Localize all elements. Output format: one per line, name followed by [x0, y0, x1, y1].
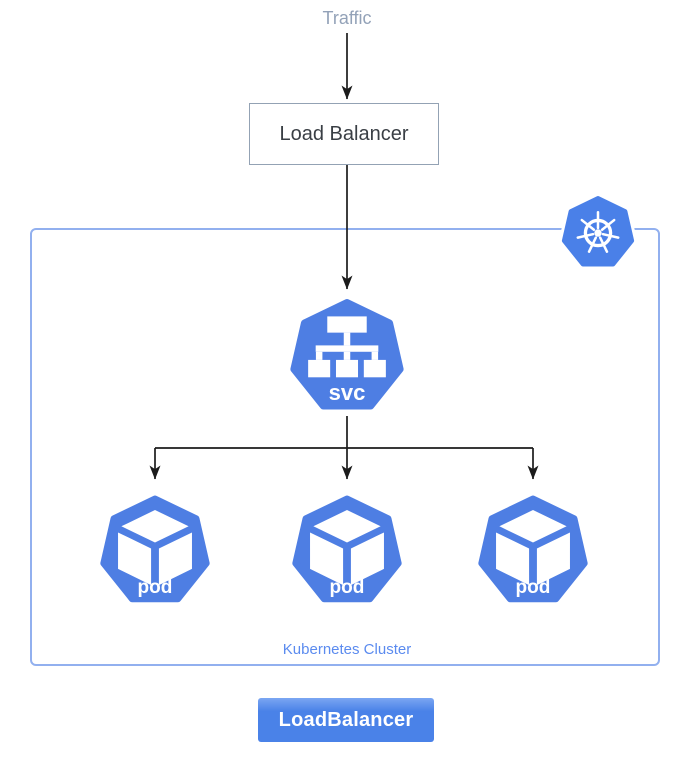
pod-node: pod [100, 495, 210, 603]
pod-node: pod [292, 495, 402, 603]
pod-label: pod [138, 577, 173, 598]
service-node: svc [290, 299, 404, 410]
helm-wheel-icon [576, 211, 620, 253]
load-balancer-label: Load Balancer [279, 122, 409, 145]
kubernetes-cluster-label: Kubernetes Cluster [282, 641, 412, 658]
loadbalancer-service-type-badge: LoadBalancer [258, 698, 434, 742]
pod-label: pod [330, 577, 365, 598]
cube-icon [118, 510, 192, 586]
kubernetes-logo-icon [561, 194, 635, 270]
traffic-label: Traffic [322, 8, 372, 28]
service-label: svc [329, 380, 366, 405]
pod-node: pod [478, 495, 588, 603]
loadbalancer-badge-label: LoadBalancer [278, 708, 414, 731]
pod-label: pod [516, 577, 551, 598]
load-balancer-box: Load Balancer [249, 103, 439, 165]
cube-icon [310, 510, 384, 586]
service-tree-icon [308, 316, 386, 378]
